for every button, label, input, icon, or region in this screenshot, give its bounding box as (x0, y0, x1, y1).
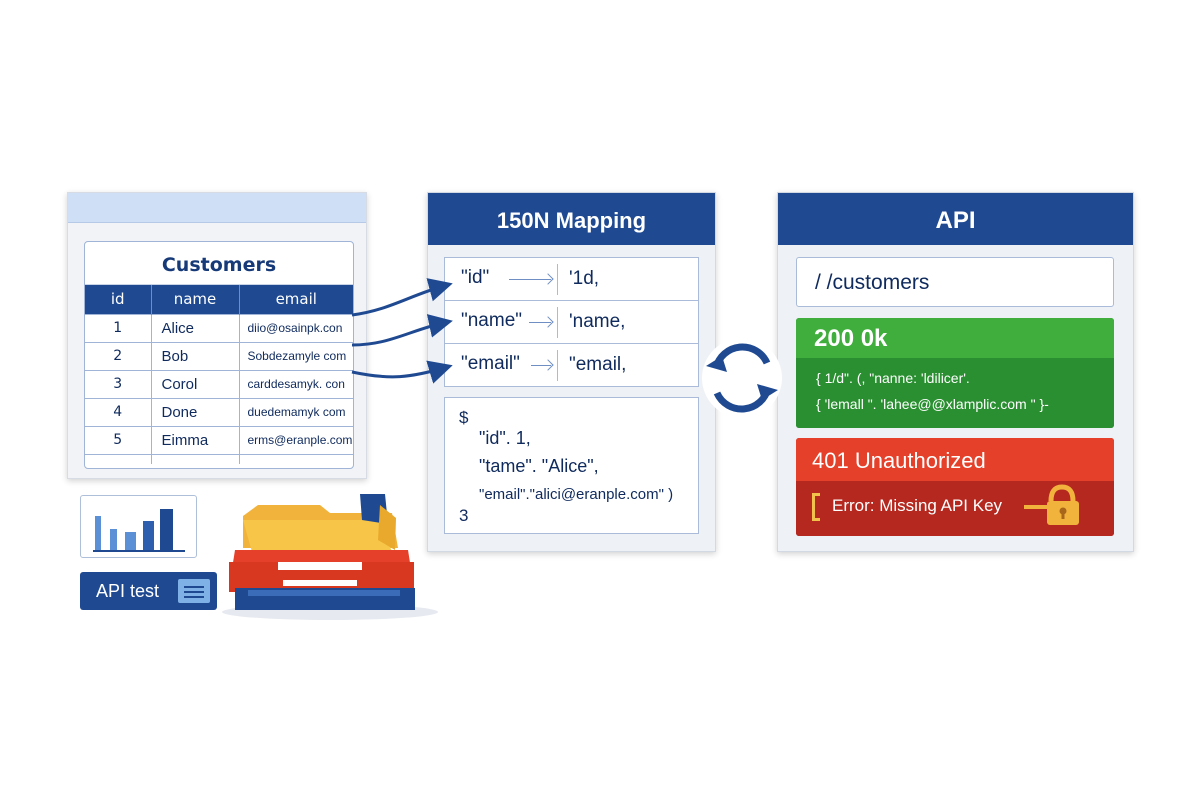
customers-table-card: Customers id name email 1 Alice diio@osa… (84, 241, 354, 469)
cell-name: Alice (151, 313, 240, 342)
cell-id: 1 (85, 313, 152, 342)
success-response: 200 0k { 1/d". (, "nanne: 'ldilicer'. { … (796, 318, 1114, 428)
mapping-title: 150N Mapping (428, 193, 715, 245)
bar-chart-icon (93, 509, 185, 552)
panel-topbar (68, 193, 366, 223)
json-mapping-panel: 150N Mapping "id" '1d, "name" 'name, "em… (427, 192, 716, 552)
mapping-source: "email" (461, 353, 520, 374)
json-line: 3 (459, 506, 469, 525)
mapping-row[interactable]: "email" "email, (445, 344, 698, 387)
table-row[interactable]: 2 Bob Sobdezamyle com (85, 341, 353, 370)
table-row[interactable]: 4 Done duedemamyk com (85, 397, 353, 426)
error-response: 401 Unauthorized Error: Missing API Key (796, 438, 1114, 536)
table-row-empty (85, 453, 353, 464)
success-status: 200 0k (796, 318, 1114, 358)
api-test-button[interactable]: API test (80, 572, 217, 610)
mapping-source: "id" (461, 267, 490, 288)
mapping-row[interactable]: "name" 'name, (445, 301, 698, 344)
cell-email: duedemamyk com (239, 397, 353, 426)
error-status: 401 Unauthorized (796, 438, 1114, 481)
mapping-target: '1d, (569, 268, 600, 289)
response-line: { 'lemall ". 'lahee@@xlamplic.com " }- (816, 396, 1049, 412)
api-test-label: API test (96, 581, 160, 601)
folder-stack-icon (222, 494, 438, 620)
cell-name: Bob (151, 341, 240, 370)
response-line: { 1/d". (, "nanne: 'ldilicer'. (816, 370, 970, 386)
customers-table: id name email 1 Alice diio@osainpk.con 2… (85, 285, 353, 464)
mapping-source: "name" (461, 310, 523, 331)
column-header-email: email (239, 285, 353, 314)
mapping-target: "email, (569, 354, 627, 375)
success-body: { 1/d". (, "nanne: 'ldilicer'. { 'lemall… (796, 358, 1114, 428)
cell-id: 3 (85, 369, 152, 398)
cell-email: diio@osainpk.con (239, 313, 353, 342)
mapping-target: 'name, (569, 311, 626, 332)
mapping-divider (557, 307, 558, 338)
error-body: Error: Missing API Key (796, 481, 1114, 536)
cell-email: erms@eranple.com (239, 425, 353, 454)
arrow-right-icon (509, 279, 551, 280)
customers-panel: Customers id name email 1 Alice diio@osa… (67, 192, 367, 479)
customers-title: Customers (85, 242, 353, 285)
cell-email: Sobdezamyle com (239, 341, 353, 370)
field-mapping-table: "id" '1d, "name" 'name, "email" "email, (444, 257, 699, 387)
cell-name: Eimma (151, 425, 240, 454)
table-row[interactable]: 3 Corol carddesamyk. con (85, 369, 353, 398)
cell-name: Corol (151, 369, 240, 398)
json-line: "tame". "Alice", (479, 456, 599, 476)
table-row[interactable]: 1 Alice diio@osainpk.con (85, 313, 353, 342)
list-icon (178, 579, 210, 603)
cell-id: 2 (85, 341, 152, 370)
cell-id: 4 (85, 397, 152, 426)
json-line: "email"."alici@eranple.com" ) (479, 486, 674, 503)
bar-chart-card (80, 495, 197, 558)
mapping-divider (557, 264, 558, 295)
column-header-id: id (85, 285, 152, 314)
cell-name: Done (151, 397, 240, 426)
api-panel: API / /customers 200 0k { 1/d". (, "nann… (777, 192, 1134, 552)
table-header-row: id name email (85, 285, 353, 314)
json-preview: $ "id". 1, "tame". "Alice", "email"."ali… (444, 397, 699, 534)
cell-email: carddesamyk. con (239, 369, 353, 398)
arrow-right-icon (529, 322, 551, 323)
bracket-icon (812, 493, 820, 521)
mapping-row[interactable]: "id" '1d, (445, 258, 698, 301)
mapping-divider (557, 350, 558, 381)
endpoint-field[interactable]: / /customers (796, 257, 1114, 307)
error-message: Error: Missing API Key (832, 496, 1003, 515)
column-header-name: name (151, 285, 240, 314)
table-row[interactable]: 5 Eimma erms@eranple.com (85, 425, 353, 454)
json-line: $ (459, 408, 469, 427)
arrow-right-icon (531, 365, 551, 366)
cell-id: 5 (85, 425, 152, 454)
json-line: "id". 1, (479, 428, 531, 448)
lock-icon (1024, 484, 1079, 525)
api-title: API (778, 193, 1133, 245)
